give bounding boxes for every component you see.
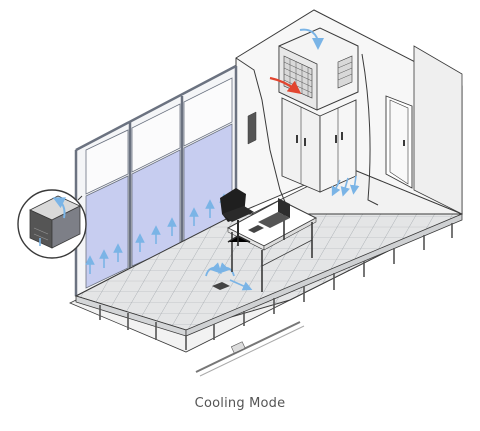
magnifier-inset-icon — [17, 189, 87, 259]
door-icon — [385, 95, 413, 189]
airflow-arrows-unit — [269, 28, 360, 197]
laptop-icon — [248, 198, 290, 233]
wall-panel — [247, 111, 257, 145]
cable-conduit — [195, 321, 305, 377]
raised-floor — [74, 213, 463, 350]
floor-grille-icon — [205, 262, 253, 291]
chair-icon — [220, 188, 254, 246]
figure-caption: Cooling Mode — [194, 396, 286, 411]
cooling-mode-diagram — [17, 9, 463, 377]
